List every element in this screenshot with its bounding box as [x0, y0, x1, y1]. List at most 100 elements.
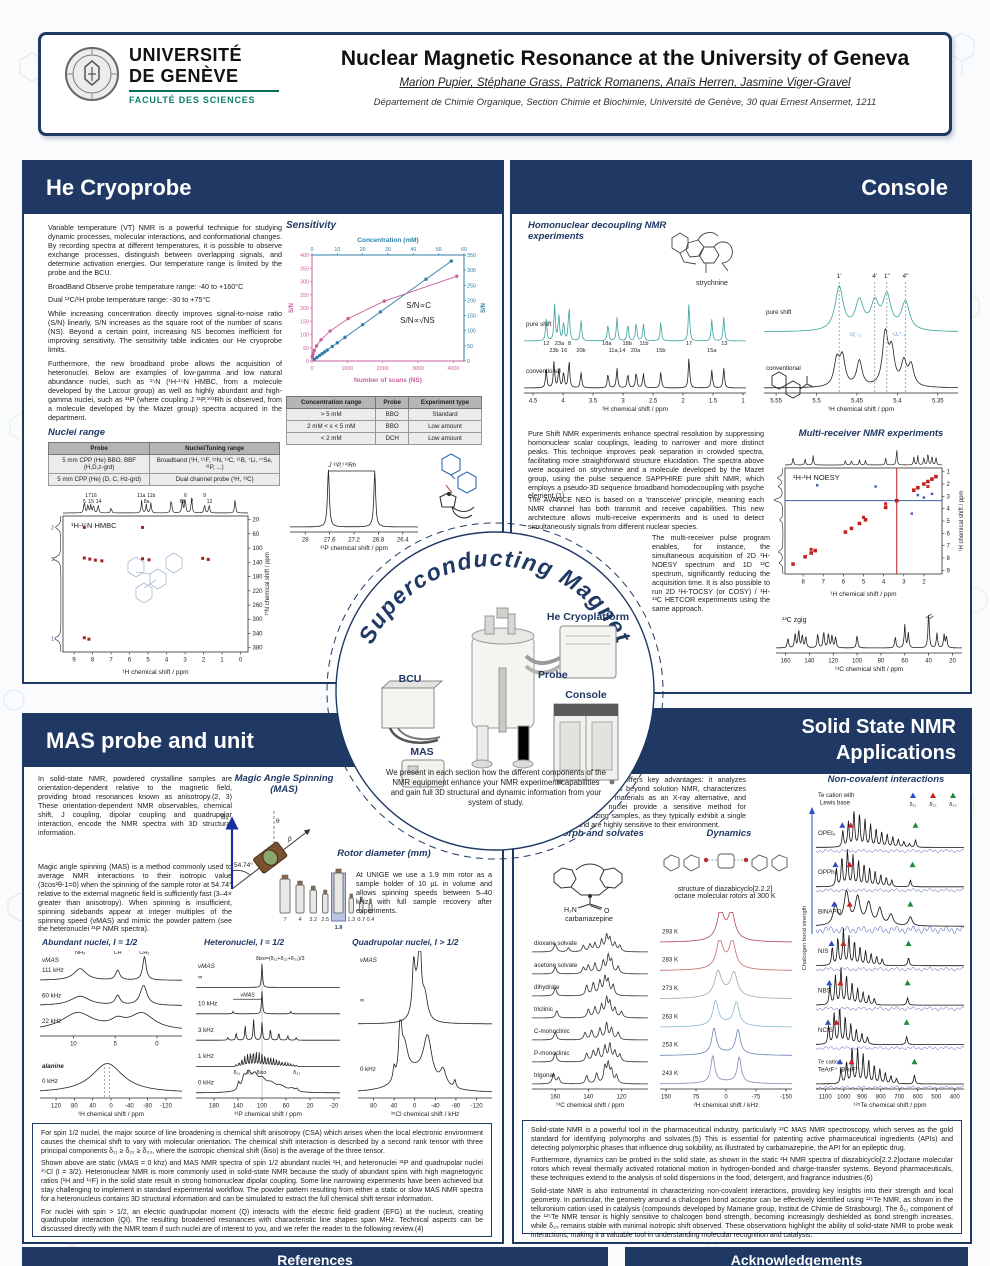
svg-text:-80: -80 — [452, 1104, 461, 1110]
svg-text:B₀: B₀ — [221, 814, 229, 821]
svg-text:8a: 8a — [144, 499, 150, 505]
svg-text:2.5: 2.5 — [649, 399, 658, 405]
svg-text:11b: 11b — [147, 493, 155, 499]
svg-text:7: 7 — [947, 544, 951, 550]
svg-text:³¹P chemical shift / ppm: ³¹P chemical shift / ppm — [234, 1111, 302, 1118]
svg-text:δiso=(δ₁₁+δ₂₂+δ₃₃)/3: δiso=(δ₁₁+δ₂₂+δ₃₃)/3 — [256, 956, 305, 962]
table-cell: 5 mm CPP (He) (D, C, Hz-grd) — [47, 473, 151, 487]
svg-text:triclinic: triclinic — [534, 1006, 553, 1013]
svg-text:BINAPO: BINAPO — [818, 909, 842, 916]
svg-text:C-monoclinic: C-monoclinic — [534, 1028, 570, 1035]
svg-text:111 kHz: 111 kHz — [42, 967, 64, 974]
svg-text:40: 40 — [410, 247, 416, 253]
table-cell: BBO — [375, 408, 409, 421]
svg-text:Te cation: Te cation — [818, 1059, 841, 1065]
dynamics-caption: structure of diazabicyclo[2.2.2] octane … — [652, 886, 798, 900]
svg-text:1.9: 1.9 — [335, 925, 343, 931]
svg-text:5: 5 — [947, 519, 951, 525]
nuclei-range-heading: Nuclei range — [48, 427, 106, 439]
svg-text:20: 20 — [360, 247, 366, 253]
university-name-line1: UNIVERSITÉ — [129, 45, 243, 65]
svg-text:0 kHz: 0 kHz — [42, 1078, 58, 1085]
mas-bottom-p2: Shown above are static (νMAS = 0 khz) an… — [41, 1160, 483, 1203]
svg-text:20: 20 — [307, 1104, 314, 1110]
table-cell: Dual channel probe (¹H, ¹³C) — [149, 473, 280, 487]
svg-text:5.55: 5.55 — [770, 399, 782, 405]
svg-text:0: 0 — [311, 366, 314, 372]
svg-text:TeArF⁺ [BArF]⁻: TeArF⁺ [BArF]⁻ — [818, 1066, 860, 1073]
mas-paragraph-1: In solid-state NMR, powdered crystalline… — [38, 774, 232, 837]
section-title-he-cryoprobe: He Cryoprobe — [24, 162, 502, 214]
svg-text:60 kHz: 60 kHz — [42, 993, 61, 1000]
svg-text:0: 0 — [413, 1104, 417, 1110]
table-cell: DCH — [375, 432, 409, 445]
cryo-temp-range-dual: Dual ¹³C/¹H probe temperature range: -30… — [48, 295, 211, 305]
svg-text:2: 2 — [681, 399, 685, 405]
svg-text:7: 7 — [822, 580, 826, 586]
svg-text:dioxane solvate: dioxane solvate — [534, 940, 578, 947]
center-text: We present in each section how the diffe… — [386, 768, 606, 808]
svg-text:4.5: 4.5 — [529, 399, 538, 405]
svg-text:60: 60 — [461, 247, 467, 253]
svg-text:7: 7 — [109, 658, 113, 664]
svg-text:40: 40 — [89, 1104, 96, 1110]
svg-text:9: 9 — [947, 568, 951, 574]
svg-text:1 kHz: 1 kHz — [198, 1053, 214, 1060]
svg-text:300: 300 — [253, 617, 264, 623]
svg-text:1.5: 1.5 — [709, 399, 718, 405]
svg-text:16: 16 — [91, 493, 97, 499]
svg-text:NIS: NIS — [818, 948, 828, 955]
superconducting-magnet-figure: Superconducting Magnet — [326, 522, 664, 860]
svg-text:δ₃₃: δ₃₃ — [293, 1070, 300, 1076]
homonuclear-heading: Homonuclear decoupling NMR experiments — [528, 220, 667, 242]
mas-bottom-p1: For spin 1/2 nuclei, the major source of… — [41, 1130, 483, 1155]
svg-text:6: 6 — [128, 658, 132, 664]
magnet-illustration — [471, 607, 535, 769]
svg-text:18a: 18a — [602, 341, 612, 347]
table-header: Probe — [47, 442, 151, 456]
svg-text:-120: -120 — [471, 1104, 484, 1110]
svg-text:273 K: 273 K — [662, 985, 679, 992]
section-title-console: Console — [512, 162, 970, 214]
svg-text:J ³¹P,¹⁰³Rh: J ³¹P,¹⁰³Rh — [327, 462, 356, 469]
svg-text:5.4: 5.4 — [893, 399, 902, 405]
svg-text:26.8: 26.8 — [373, 538, 385, 544]
svg-text:220: 220 — [253, 589, 264, 595]
svg-text:0: 0 — [239, 658, 243, 664]
table-cell: 2 mM < x < 5 mM — [285, 420, 377, 433]
svg-text:15a: 15a — [707, 348, 717, 354]
console-illustration — [553, 703, 619, 785]
poster-header: UNIVERSITÉ DE GENÈVE FACULTÉ DES SCIENCE… — [38, 32, 952, 136]
svg-text:OPEt₃: OPEt₃ — [818, 830, 836, 837]
table-cell: Broadband (¹H, ¹⁹F, ¹⁵N, ¹³C, ¹¹B, ⁷Li, … — [149, 454, 280, 475]
svg-text:15: 15 — [88, 499, 94, 505]
svg-text:30: 30 — [385, 247, 391, 253]
svg-text:60: 60 — [901, 659, 908, 665]
svg-text:1.3: 1.3 — [347, 917, 355, 923]
ssnmr-bottom-p3: Solid-state NMR is also instrumental in … — [531, 1187, 953, 1239]
svg-text:∞: ∞ — [198, 974, 202, 981]
heteronuclei-heading: Heteronuclei, I = 1/2 — [204, 937, 285, 947]
svg-text:¹²⁵Te chemical shift / ppm: ¹²⁵Te chemical shift / ppm — [853, 1102, 926, 1109]
multireceiver-heading: Multi-receiver NMR experiments — [798, 428, 944, 439]
svg-text:3: 3 — [947, 494, 951, 500]
svg-text:400: 400 — [950, 1095, 961, 1101]
svg-text:δ₃₃: δ₃₃ — [949, 802, 956, 808]
svg-text:12: 12 — [543, 341, 549, 347]
svg-text:0.7: 0.7 — [357, 917, 365, 923]
svg-text:trigonal: trigonal — [534, 1072, 554, 1079]
svg-text:2: 2 — [202, 658, 206, 664]
svg-text:3 kHz: 3 kHz — [198, 1027, 214, 1034]
svg-text:293 K: 293 K — [662, 928, 679, 935]
ssnmr-title-line2: Applications — [835, 742, 956, 764]
ssnmr-title-line1: Solid State NMR — [801, 716, 956, 738]
svg-text:1100: 1100 — [819, 1095, 833, 1101]
svg-text:¹H-¹⁵N HMBC: ¹H-¹⁵N HMBC — [71, 521, 117, 530]
strychnine-pureshift-spectra: pure shiftconventional1223b23a16820b18a1… — [524, 303, 747, 413]
svg-text:P-monoclinic: P-monoclinic — [534, 1050, 569, 1057]
